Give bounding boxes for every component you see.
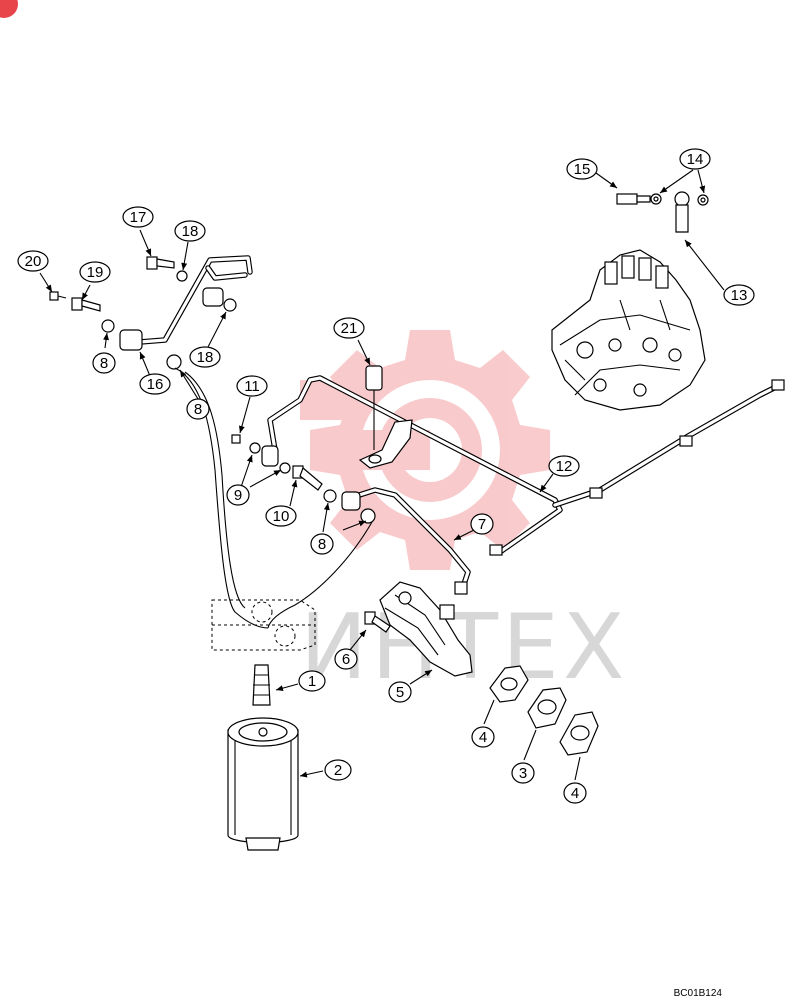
callout-8-left: 8 [92, 352, 116, 374]
callout-8-right: 8 [310, 533, 334, 555]
callout-4-right: 4 [563, 782, 587, 804]
banjo-bolt-assembly [616, 191, 709, 233]
gasket-3 [527, 687, 567, 729]
washer-8-right-a [323, 489, 337, 503]
callout-3: 3 [511, 762, 535, 784]
callout-18-upper: 18 [174, 220, 206, 242]
callout-label: 18 [182, 223, 199, 240]
bolt-10 [292, 465, 323, 491]
washer-9-b [279, 462, 291, 474]
return-line-16 [119, 255, 253, 351]
callout-label: 7 [478, 516, 486, 533]
bracket-21 [358, 365, 413, 469]
callout-label: 14 [687, 151, 704, 168]
callout-label: 5 [396, 684, 404, 701]
bolt-20 [49, 291, 67, 301]
callout-label: 17 [130, 209, 147, 226]
bolt-19 [71, 297, 101, 312]
corner-badge [0, 0, 18, 18]
callout-4-left: 4 [471, 726, 495, 748]
fuel-line-12 [261, 375, 785, 556]
callout-label: 3 [519, 765, 527, 782]
gasket-4-b [559, 711, 599, 756]
callout-label: 12 [556, 458, 573, 475]
bolt-11 [231, 434, 241, 444]
filter-head-outline [211, 599, 316, 651]
callout-15: 15 [566, 158, 598, 180]
callout-8-center: 8 [186, 398, 210, 420]
reference-code: BC01B124 [674, 988, 723, 999]
callout-label: 16 [147, 376, 164, 393]
fuel-line-7 [341, 487, 471, 595]
callout-14: 14 [679, 148, 711, 170]
callout-2: 2 [324, 759, 352, 781]
callout-label: 18 [197, 349, 214, 366]
washer-8-right-b [360, 508, 376, 524]
callout-10: 10 [265, 505, 297, 527]
callout-label: 21 [341, 320, 358, 337]
callout-label: 11 [244, 378, 260, 395]
callout-11: 11 [236, 375, 268, 397]
callout-label: 13 [731, 287, 748, 304]
lift-pump-5 [379, 581, 473, 677]
callout-label: 6 [342, 651, 350, 668]
callout-21: 21 [333, 317, 365, 339]
callout-5: 5 [388, 681, 412, 703]
fuel-filter-2 [227, 717, 299, 851]
callout-label: 9 [234, 487, 242, 504]
callout-1: 1 [298, 670, 326, 692]
callout-19: 19 [79, 261, 111, 283]
callout-label: 8 [100, 355, 108, 372]
washer-8-center [166, 354, 182, 370]
gasket-4-a [489, 665, 529, 703]
callout-16: 16 [139, 373, 171, 395]
callout-9: 9 [226, 484, 250, 506]
bolt-17 [146, 256, 175, 270]
callout-7: 7 [470, 513, 494, 535]
callout-label: 4 [571, 785, 579, 802]
watermark-logo [300, 330, 550, 570]
callout-label: 4 [479, 729, 487, 746]
callout-6: 6 [334, 648, 358, 670]
callout-17: 17 [122, 206, 154, 228]
callout-label: 8 [194, 401, 202, 418]
callout-label: 20 [25, 253, 42, 270]
washer-18-lower [223, 298, 237, 312]
callout-label: 19 [87, 264, 104, 281]
callout-20: 20 [17, 250, 49, 272]
callout-label: 8 [318, 536, 326, 553]
bolt-6 [364, 611, 391, 633]
callout-label: 2 [334, 762, 342, 779]
callout-18-lower: 18 [189, 346, 221, 368]
callout-label: 15 [574, 161, 591, 178]
washer-18-upper [176, 270, 188, 282]
adapter-1 [252, 664, 271, 706]
callout-13: 13 [723, 284, 755, 306]
callout-12: 12 [548, 455, 580, 477]
washer-8-left [101, 319, 115, 333]
washer-9-a [249, 442, 261, 454]
callout-label: 1 [308, 673, 316, 690]
injection-pump [551, 249, 706, 411]
line-8-to-filter [267, 521, 373, 629]
callout-label: 10 [273, 508, 290, 525]
